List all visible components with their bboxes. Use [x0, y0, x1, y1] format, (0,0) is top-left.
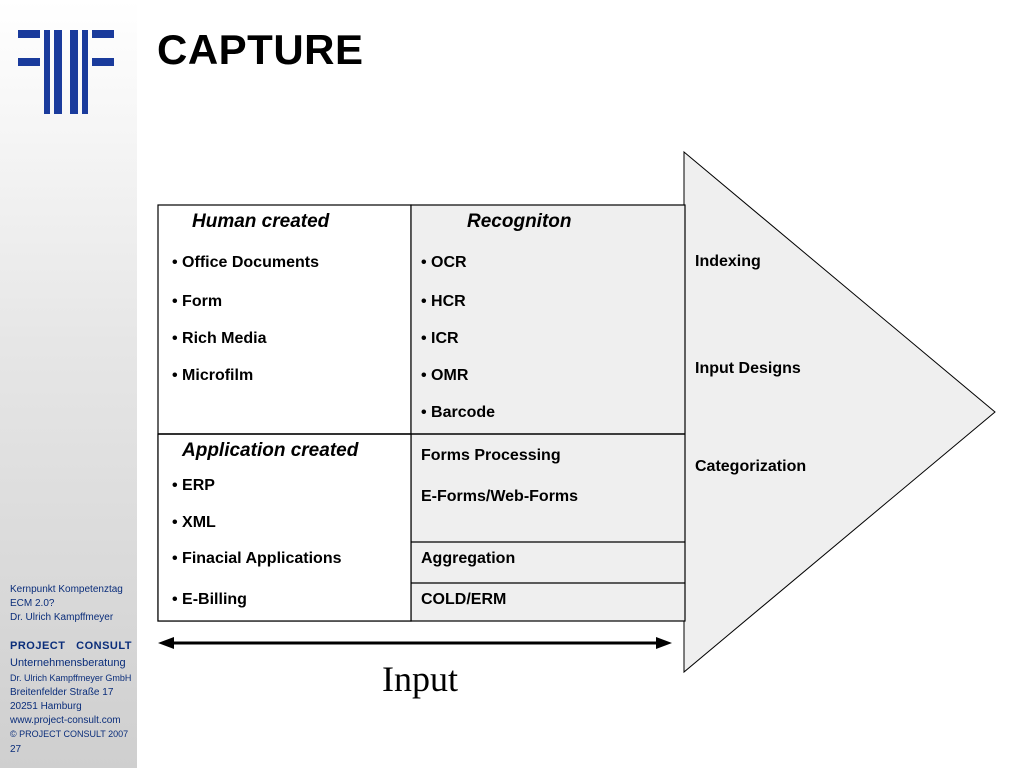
list-item: XML: [172, 514, 216, 532]
copyright: © PROJECT CONSULT 2007: [10, 729, 129, 739]
list-item: OCR: [421, 254, 467, 272]
cold-erm-label: COLD/ERM: [421, 591, 507, 608]
company-name: PROJECT CONSULT: [10, 640, 132, 652]
project-consult-logo: [18, 30, 114, 114]
recognition-heading: Recogniton: [467, 211, 572, 232]
list-item: Barcode: [421, 404, 495, 422]
list-item: Form: [172, 293, 222, 311]
list-item: Rich Media: [172, 330, 266, 348]
processing-item: Forms Processing: [421, 447, 561, 464]
list-item: OMR: [421, 367, 468, 385]
arrow-head-shape: [683, 150, 996, 674]
arrow-item: Categorization: [695, 458, 807, 475]
human-created-heading: Human created: [192, 211, 330, 232]
arrow-left-tip: [158, 637, 174, 649]
list-item: Microfilm: [172, 367, 253, 385]
list-item: ERP: [172, 477, 215, 495]
arrow-item: Input Designs: [695, 360, 801, 377]
application-created-heading: Application created: [182, 440, 359, 461]
sidebar: Kernpunkt Kompetenztag ECM 2.0? Dr. Ulri…: [0, 0, 137, 768]
list-item: Finacial Applications: [172, 550, 341, 568]
sidebar-line: Dr. Ulrich Kampffmeyer: [10, 612, 114, 623]
list-item: ICR: [421, 330, 459, 348]
sidebar-line: ECM 2.0?: [10, 598, 55, 609]
sidebar-line: Kernpunkt Kompetenztag: [10, 584, 123, 595]
website-link[interactable]: www.project-consult.com: [10, 715, 121, 726]
address-line: Dr. Ulrich Kampffmeyer GmbH: [10, 673, 132, 683]
page-number: 27: [10, 744, 22, 755]
company-subtitle: Unternehmensberatung: [10, 657, 126, 669]
list-item: HCR: [421, 293, 466, 311]
list-item: E-Billing: [172, 591, 247, 609]
processing-item: E-Forms/Web-Forms: [421, 488, 579, 505]
list-item: Office Documents: [172, 254, 319, 272]
slide-title: CAPTURE: [157, 26, 364, 73]
address-line: Breitenfelder Straße 17: [10, 687, 114, 698]
arrow-right-tip: [656, 637, 672, 649]
input-label: Input: [382, 659, 458, 699]
address-line: 20251 Hamburg: [10, 701, 82, 712]
arrow-item: Indexing: [695, 253, 761, 270]
aggregation-label: Aggregation: [421, 550, 516, 567]
